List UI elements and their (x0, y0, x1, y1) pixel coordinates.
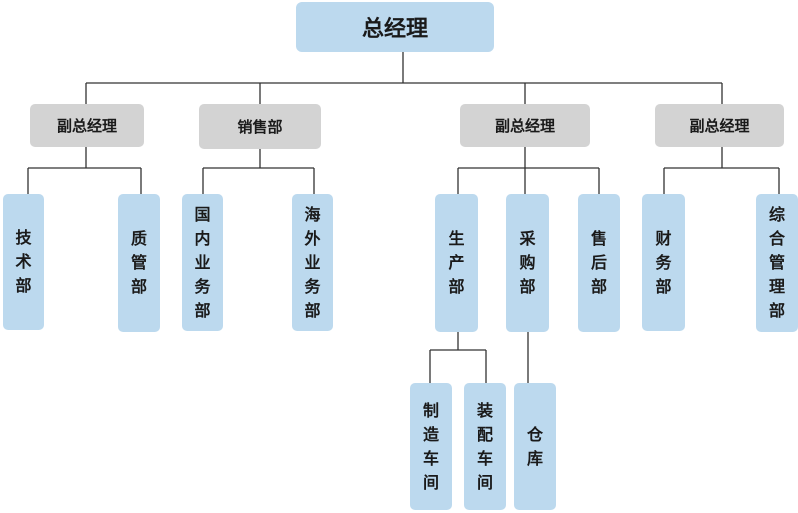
domestic-business-dept-label: 国内业务部 (194, 204, 211, 320)
overseas-business-dept-label: 海外业务部 (304, 204, 321, 320)
vice-gm-label: 副总经理 (56, 117, 117, 135)
vice-gm-box: 副总经理 (460, 104, 590, 147)
after-sales-dept-box: 售后部 (578, 194, 620, 332)
sales-dept-label: 销售部 (237, 118, 283, 136)
general-admin-dept-box: 综合管理部 (756, 194, 798, 332)
purchasing-dept-label: 采购部 (519, 229, 536, 296)
tech-dept-box: 技术部 (3, 194, 44, 330)
assembly-workshop-label: 装配车间 (476, 400, 493, 492)
quality-dept-label: 质管部 (130, 229, 147, 296)
production-dept-box: 生产部 (435, 194, 478, 332)
vice-gm-label: 副总经理 (689, 117, 750, 135)
manufacturing-workshop-label: 制造车间 (422, 400, 439, 492)
after-sales-dept-label: 售后部 (590, 229, 607, 296)
manufacturing-workshop-box: 制造车间 (410, 383, 452, 510)
sales-dept-box: 销售部 (199, 104, 321, 149)
overseas-business-dept-box: 海外业务部 (292, 194, 333, 331)
finance-dept-label: 财务部 (655, 228, 672, 296)
ceo-label: 总经理 (361, 17, 428, 42)
warehouse-box: 仓库 (514, 383, 556, 510)
domestic-business-dept-box: 国内业务部 (182, 194, 223, 331)
purchasing-dept-box: 采购部 (506, 194, 549, 332)
vice-gm-box: 副总经理 (655, 104, 784, 147)
assembly-workshop-box: 装配车间 (464, 383, 506, 510)
finance-dept-box: 财务部 (642, 194, 685, 331)
tech-dept-label: 技术部 (15, 228, 32, 295)
warehouse-label: 仓库 (526, 424, 543, 468)
ceo-box: 总经理 (296, 2, 494, 52)
vice-gm-label: 副总经理 (494, 117, 555, 135)
vice-gm-box: 副总经理 (30, 104, 144, 147)
general-admin-dept-label: 综合管理部 (768, 205, 785, 320)
production-dept-label: 生产部 (448, 229, 465, 296)
quality-dept-box: 质管部 (118, 194, 160, 332)
